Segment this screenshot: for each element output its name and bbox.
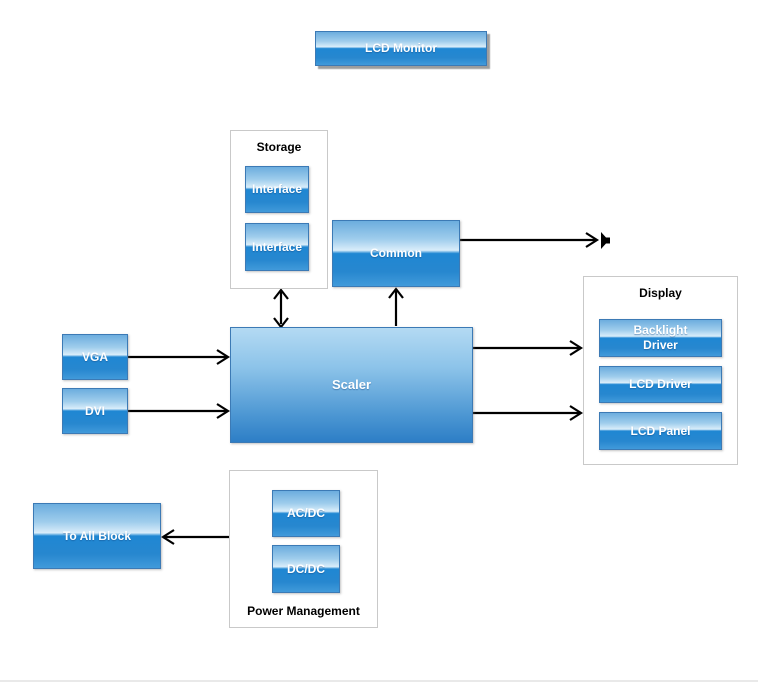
block-scaler: Scaler — [230, 327, 473, 443]
arrow-scaler-to-common — [388, 287, 404, 326]
block-label: Scaler — [331, 376, 372, 392]
arrow-scaler-to-display-bottom — [473, 405, 584, 421]
speaker-icon — [601, 232, 610, 249]
bottom-divider — [0, 680, 758, 682]
group-title-power-management: Power Management — [247, 604, 360, 618]
arrow-dvi-to-scaler — [128, 403, 231, 419]
group-title-display: Display — [639, 286, 682, 300]
block-label: LCD Panel — [630, 423, 691, 438]
block-vga: VGA — [62, 334, 128, 380]
block-label: DVI — [84, 403, 105, 418]
block-label: LCD Driver — [629, 377, 692, 391]
block-label: Backlight Driver — [633, 323, 688, 352]
group-title-storage: Storage — [256, 140, 302, 154]
block-lcd-monitor: LCD Monitor — [315, 31, 487, 66]
block-acdc: AC/DC — [272, 490, 340, 537]
block-lcd-driver: LCD Driver — [599, 366, 722, 403]
block-dcdc: DC/DC — [272, 545, 340, 593]
block-common: Common — [332, 220, 460, 287]
arrow-common-to-speaker — [460, 232, 600, 248]
block-label: LCD Monitor — [365, 41, 437, 55]
block-storage-interface-1: Interface — [245, 166, 309, 213]
arrow-scaler-to-display-top — [473, 340, 584, 356]
block-label: AC/DC — [287, 506, 325, 520]
block-label: Interface — [251, 239, 303, 254]
block-label: Interface — [251, 182, 303, 196]
arrow-storage-scaler-bidirectional — [273, 288, 289, 329]
block-label: VGA — [81, 349, 108, 364]
block-lcd-panel: LCD Panel — [599, 412, 722, 450]
block-label: Common — [370, 246, 422, 260]
block-dvi: DVI — [62, 388, 128, 434]
arrow-vga-to-scaler — [128, 349, 231, 365]
block-to-all-block: To All Block — [33, 503, 161, 569]
block-label: DC/DC — [287, 561, 325, 576]
block-label: To All Block — [62, 528, 131, 543]
block-storage-interface-2: Interface — [245, 223, 309, 271]
block-backlight-driver: Backlight Driver — [599, 319, 722, 357]
arrow-power-to-all-block — [160, 529, 229, 545]
